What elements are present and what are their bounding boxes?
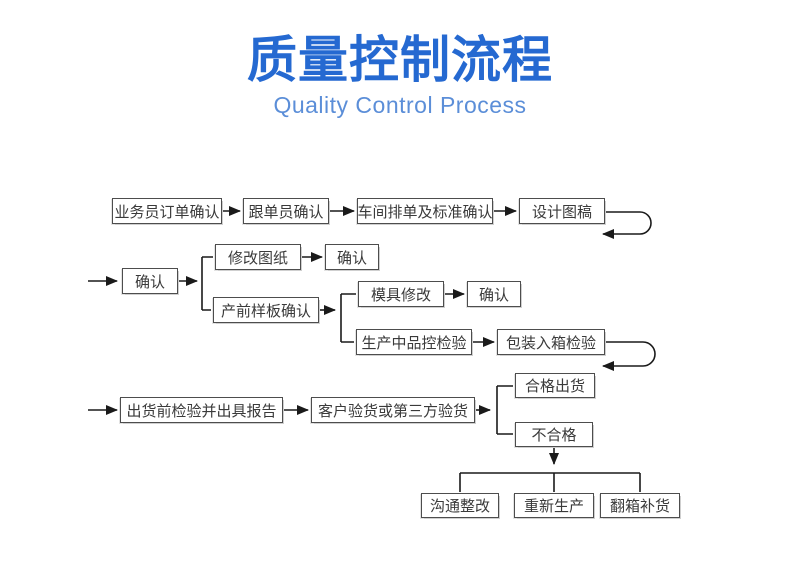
node-design-draft: 设计图稿 [519, 198, 605, 224]
tree-branches-bottom [459, 472, 641, 492]
node-workshop-scheduling-standard-confirm: 车间排单及标准确认 [357, 198, 493, 224]
node-unpack-replenish: 翻箱补货 [600, 493, 680, 518]
node-communication-rectification: 沟通整改 [421, 493, 499, 518]
node-modify-drawing: 修改图纸 [215, 244, 301, 270]
wrap-arrow-row1 [602, 211, 652, 239]
node-mold-modification: 模具修改 [358, 281, 444, 307]
node-confirm-3: 确认 [467, 281, 521, 307]
node-re-production: 重新生产 [514, 493, 594, 518]
node-merchandiser-confirm: 跟单员确认 [243, 198, 329, 224]
fork-after-customer [496, 385, 513, 435]
node-confirm-2: 确认 [325, 244, 379, 270]
node-customer-or-third-party-inspection: 客户验货或第三方验货 [311, 397, 475, 423]
fork-after-presample [340, 293, 356, 343]
node-packing-into-box-inspection: 包装入箱检验 [497, 329, 605, 355]
wrap-arrow-row2 [602, 341, 656, 371]
node-pre-production-sample-confirm: 产前样板确认 [213, 297, 319, 323]
page-subtitle: Quality Control Process [273, 92, 527, 118]
page-title: 质量控制流程 [247, 32, 553, 88]
fork-after-confirm1 [201, 256, 213, 311]
node-in-production-qc-inspection: 生产中品控检验 [356, 329, 472, 355]
node-pre-shipment-inspection-report: 出货前检验并出具报告 [120, 397, 283, 423]
node-confirm-1: 确认 [122, 268, 178, 294]
node-qualified-shipment: 合格出货 [515, 373, 595, 398]
node-unqualified: 不合格 [515, 422, 593, 447]
node-salesman-order-confirm: 业务员订单确认 [112, 198, 222, 224]
